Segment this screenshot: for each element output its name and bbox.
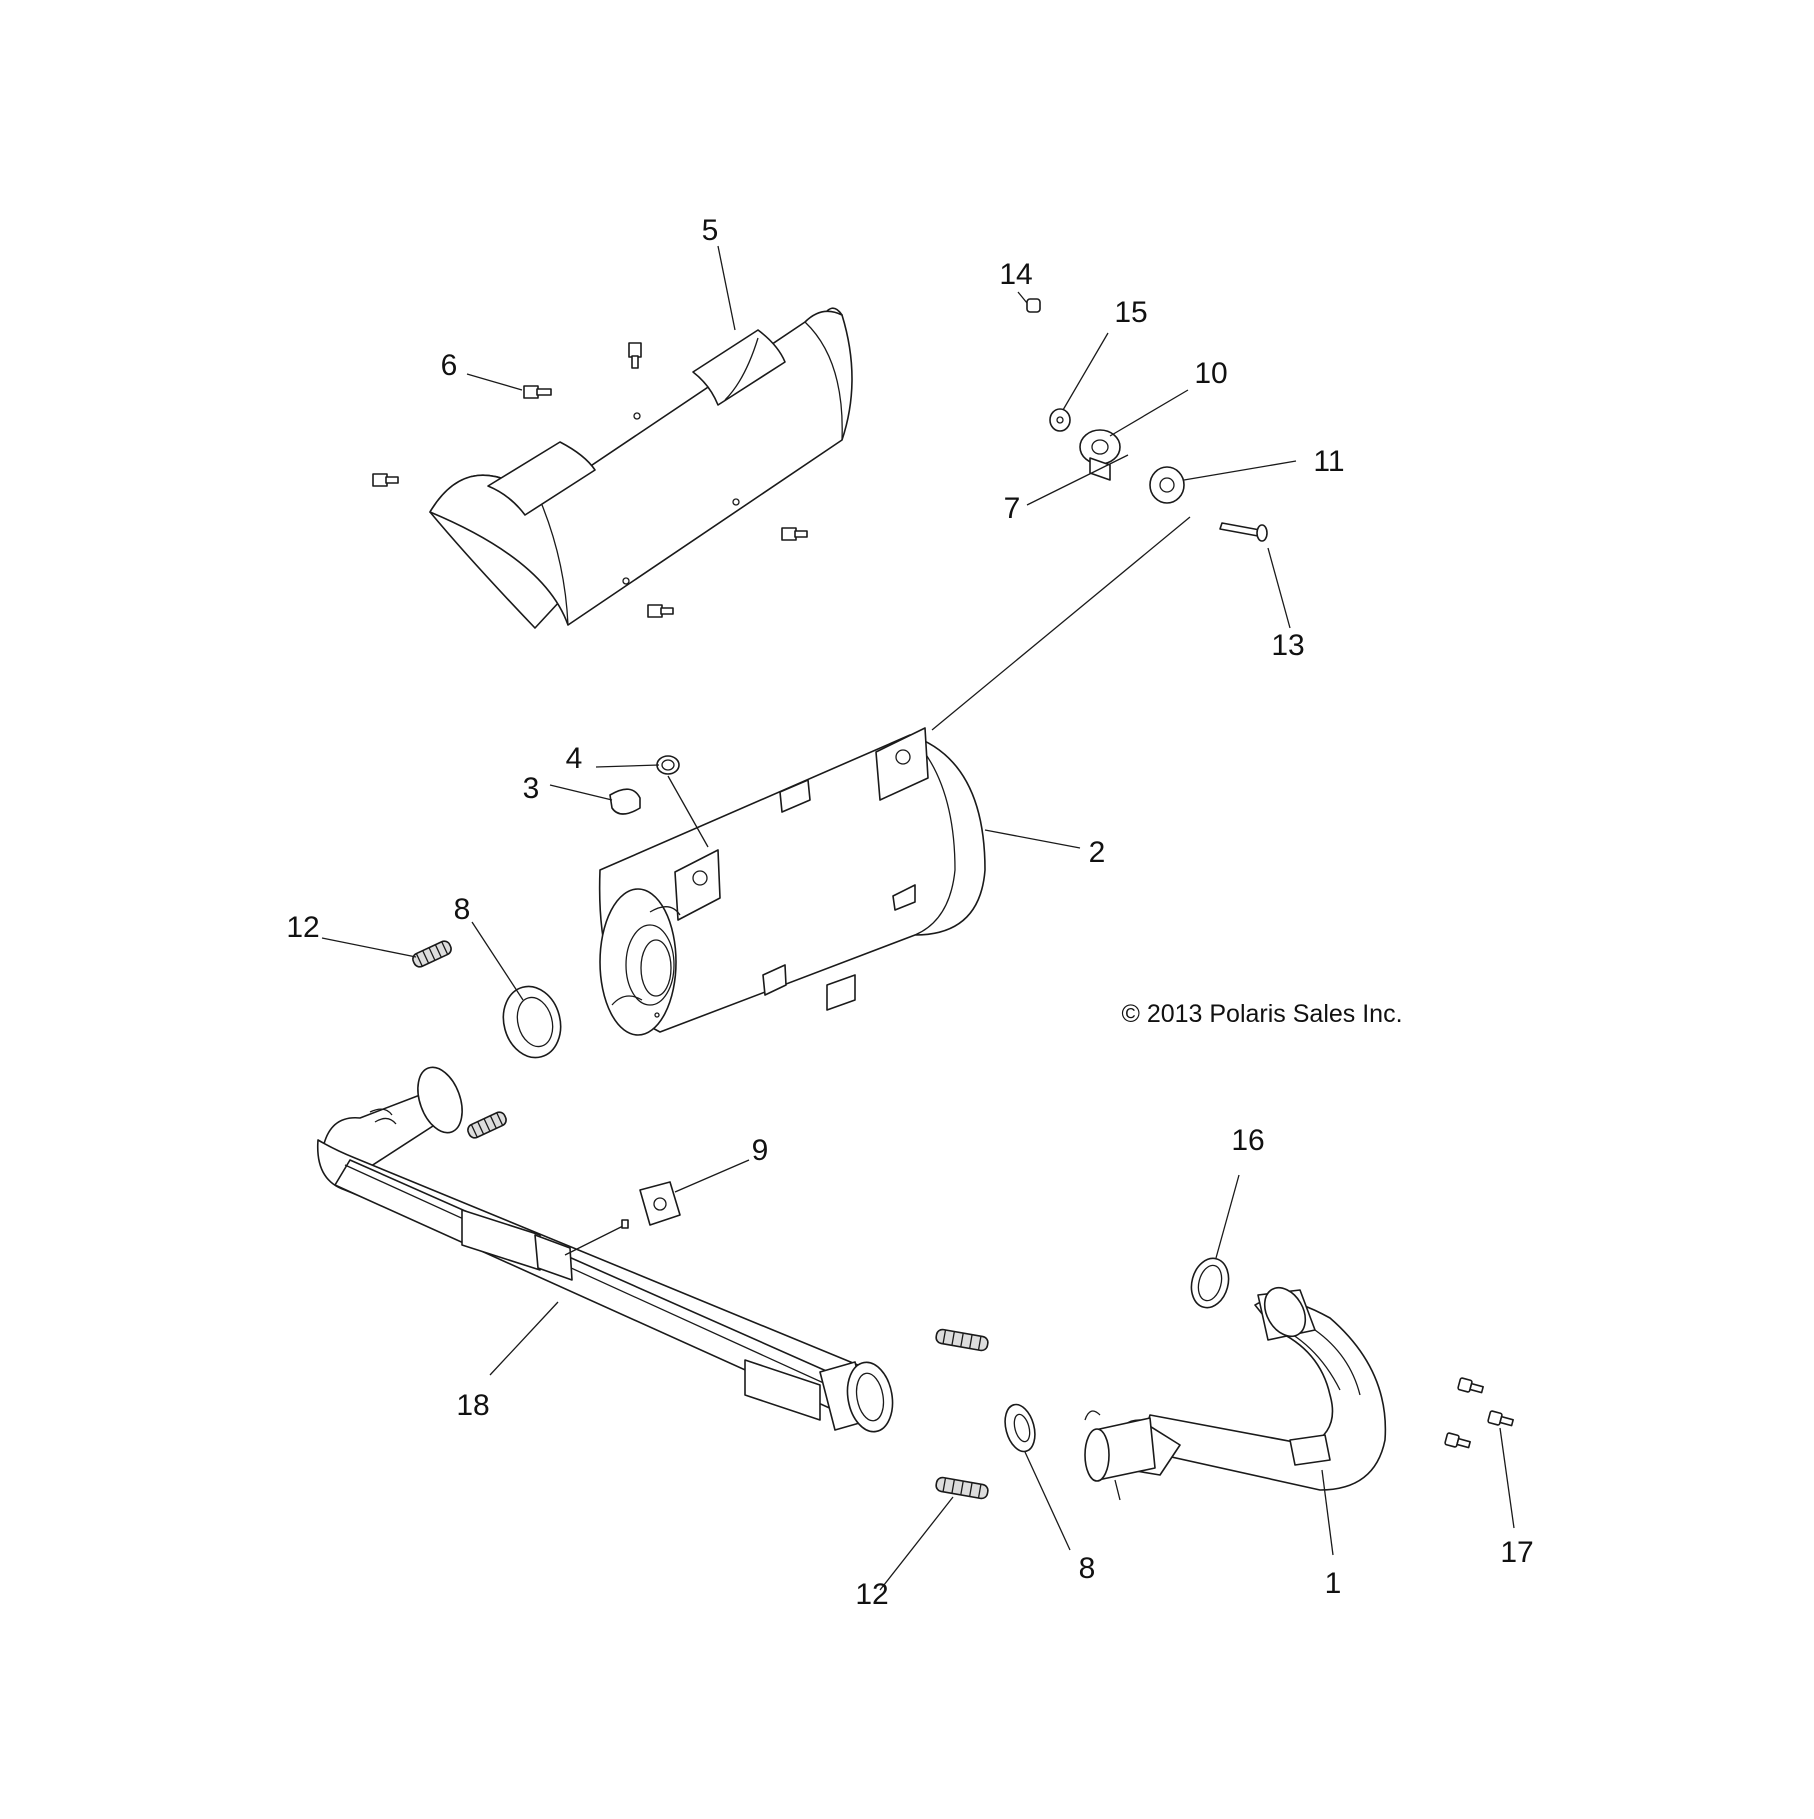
callout-6: 6 xyxy=(441,349,458,382)
flange-gasket xyxy=(1190,1257,1230,1309)
callout-12a: 12 xyxy=(286,911,319,944)
elbow-pipe xyxy=(1084,1286,1387,1501)
header-pipe xyxy=(316,1066,894,1433)
callout-17: 17 xyxy=(1500,1536,1533,1569)
grommet-11 xyxy=(1149,466,1185,504)
callout-2: 2 xyxy=(1089,836,1106,869)
callout-16: 16 xyxy=(1231,1124,1264,1157)
callout-12b: 12 xyxy=(855,1578,888,1611)
callout-18: 18 xyxy=(456,1389,489,1422)
callout-11: 11 xyxy=(1313,445,1344,478)
callout-1: 1 xyxy=(1325,1567,1342,1600)
o2-sensor-plug xyxy=(609,788,641,815)
callout-13: 13 xyxy=(1271,629,1304,662)
flange-bolts xyxy=(1444,1377,1514,1449)
leader-lines xyxy=(321,245,1515,1591)
callout-8a: 8 xyxy=(454,893,471,926)
mount-hardware xyxy=(1026,298,1268,542)
muffler xyxy=(598,727,986,1036)
copyright-notice: © 2013 Polaris Sales Inc. xyxy=(1121,1000,1402,1028)
callout-9: 9 xyxy=(752,1134,769,1167)
nut-14 xyxy=(1026,298,1041,313)
springs xyxy=(412,940,989,1500)
callout-8b: 8 xyxy=(1079,1552,1096,1585)
callout-15: 15 xyxy=(1114,296,1147,329)
clip-nut xyxy=(639,1181,681,1226)
callout-4: 4 xyxy=(566,742,583,775)
exhaust-gasket-lower xyxy=(1004,1403,1036,1453)
bolt-13 xyxy=(1219,522,1261,537)
exhaust-gasket-upper xyxy=(502,985,562,1059)
callout-10: 10 xyxy=(1194,357,1227,390)
callout-7: 7 xyxy=(1004,492,1021,525)
grommet-10 xyxy=(1079,429,1121,465)
callout-numbers: 5 6 14 15 10 11 7 13 4 3 2 12 8 © 2013 P… xyxy=(286,214,1533,1611)
heat-shield xyxy=(429,307,853,629)
callout-3: 3 xyxy=(523,772,540,805)
sensor-gasket xyxy=(656,755,680,775)
washer-15 xyxy=(1049,408,1071,432)
callout-14: 14 xyxy=(999,258,1032,291)
shield-bolts xyxy=(372,342,808,618)
callout-5: 5 xyxy=(702,214,719,247)
